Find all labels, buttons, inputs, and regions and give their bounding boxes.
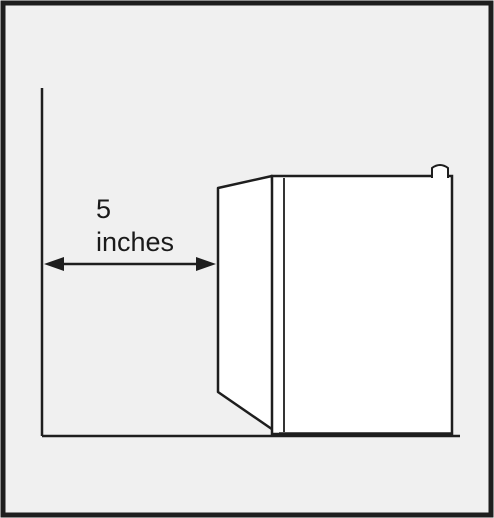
refrigerator-front-panel (272, 176, 452, 434)
refrigerator-side-panel (218, 176, 279, 434)
measurement-value: 5 (96, 194, 111, 224)
refrigerator-hinge (432, 165, 448, 178)
measurement-unit: inches (96, 227, 174, 257)
refrigerator-icon (218, 165, 452, 434)
